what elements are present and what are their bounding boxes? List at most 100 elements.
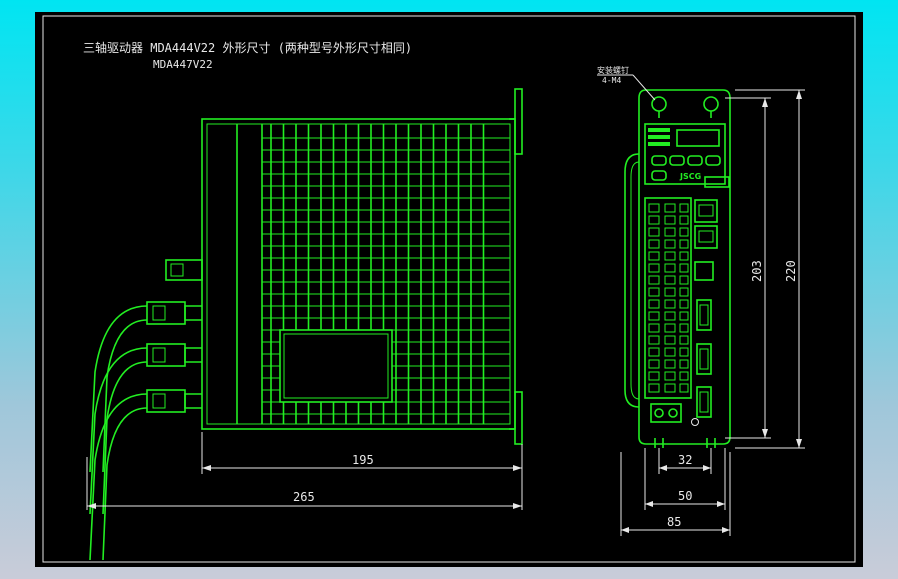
mount-hole-top-right	[703, 96, 719, 112]
cad-viewport[interactable]: 三轴驱动器 MDA444V22 外形尺寸 (两种型号外形尺寸相同) MDA447…	[35, 12, 863, 567]
panel-brand-text: JSCG	[679, 172, 701, 181]
display-panel	[644, 123, 726, 185]
cable-wire	[89, 347, 148, 515]
motor-port-1	[696, 299, 712, 331]
cable-wire	[102, 319, 148, 473]
terminal-pin	[664, 335, 676, 345]
terminal-pin	[679, 215, 689, 225]
terminal-pin	[664, 347, 676, 357]
cable-connector	[146, 389, 186, 413]
rj45-port-1	[694, 199, 718, 223]
key-button-4	[705, 155, 721, 166]
terminal-pin	[648, 251, 660, 261]
terminal-pin	[679, 299, 689, 309]
terminal-pin	[679, 203, 689, 213]
terminal-pin	[664, 251, 676, 261]
front-dimensions: 203 220 32 50 85	[620, 89, 805, 536]
side-view	[89, 88, 523, 561]
flange-bottom	[514, 391, 523, 445]
terminal-pin	[679, 263, 689, 273]
terminal-pin	[648, 203, 660, 213]
terminal-pin	[664, 227, 676, 237]
terminal-pin	[664, 203, 676, 213]
terminal-pin	[679, 335, 689, 345]
terminal-pin	[648, 347, 660, 357]
terminal-pin	[648, 335, 660, 345]
motor-cables	[89, 301, 202, 561]
flange-top	[514, 88, 523, 155]
dim-label-203: 203	[750, 260, 764, 282]
rj45-port-2	[694, 225, 718, 249]
key-button-2	[669, 155, 685, 166]
screw-callout-line-1: 安装螺钉	[597, 65, 629, 75]
cable-connector-body	[184, 393, 202, 409]
dim-label-85: 85	[667, 515, 681, 529]
cable-connector	[146, 301, 186, 325]
terminal-pin	[679, 239, 689, 249]
terminal-pin	[664, 275, 676, 285]
terminal-pin	[664, 239, 676, 249]
terminal-pin	[679, 311, 689, 321]
terminal-pin	[679, 251, 689, 261]
key-button-3	[687, 155, 703, 166]
terminal-pin	[648, 227, 660, 237]
drawing-frame	[42, 15, 856, 563]
terminal-pin	[664, 359, 676, 369]
terminal-pin	[664, 383, 676, 393]
terminal-pin	[664, 263, 676, 273]
terminal-pin	[679, 287, 689, 297]
terminal-pin	[679, 371, 689, 381]
mount-slot-bottom-left	[654, 438, 664, 448]
cable-connector-body	[184, 305, 202, 321]
terminal-pin	[664, 299, 676, 309]
key-button-1	[651, 155, 667, 166]
terminal-pin	[648, 239, 660, 249]
dim-label-265: 265	[293, 490, 315, 504]
terminal-pin	[679, 383, 689, 393]
terminal-block	[644, 197, 692, 399]
side-dimensions: 195 265	[86, 432, 523, 510]
side-top-connector	[165, 259, 203, 281]
terminal-pin	[648, 299, 660, 309]
cable-connector-body	[184, 347, 202, 363]
cable-wire	[89, 393, 148, 561]
terminal-pin	[648, 371, 660, 381]
dim-label-50: 50	[678, 489, 692, 503]
terminal-pin	[648, 383, 660, 393]
cable-connector-latch	[152, 393, 166, 409]
terminal-pin	[664, 323, 676, 333]
terminal-pins	[648, 203, 689, 393]
terminal-pin	[648, 323, 660, 333]
motor-port-3	[696, 386, 712, 418]
ground-symbol	[691, 418, 699, 426]
terminal-pin	[648, 287, 660, 297]
terminal-pin	[664, 215, 676, 225]
front-plate-outline	[638, 89, 731, 445]
side-label-window-inner	[283, 333, 389, 399]
terminal-pin	[679, 275, 689, 285]
terminal-pin	[679, 359, 689, 369]
terminal-pin	[679, 323, 689, 333]
terminal-pin	[648, 359, 660, 369]
cable-connector	[146, 343, 186, 367]
heat-sink-horizontal-lines	[262, 137, 510, 415]
screw-callout-leader	[632, 74, 656, 101]
terminal-pin	[664, 311, 676, 321]
terminal-pin	[679, 347, 689, 357]
cable-connector-latch	[152, 305, 166, 321]
led-display	[676, 129, 720, 147]
terminal-pin	[648, 263, 660, 273]
key-button-5	[651, 170, 667, 181]
terminal-pin	[648, 311, 660, 321]
title-line-1: 三轴驱动器 MDA444V22 外形尺寸 (两种型号外形尺寸相同)	[83, 40, 412, 55]
cable-wire	[102, 407, 148, 561]
terminal-pin	[648, 275, 660, 285]
cable-connector-latch	[152, 347, 166, 363]
side-bracket	[624, 153, 640, 408]
drawing-canvas: 三轴驱动器 MDA444V22 外形尺寸 (两种型号外形尺寸相同) MDA447…	[42, 15, 856, 563]
mount-slot-bottom-right	[706, 438, 716, 448]
terminal-pin	[664, 287, 676, 297]
cable-wire	[102, 361, 148, 515]
dim-label-195: 195	[352, 453, 374, 467]
terminal-pin	[679, 227, 689, 237]
